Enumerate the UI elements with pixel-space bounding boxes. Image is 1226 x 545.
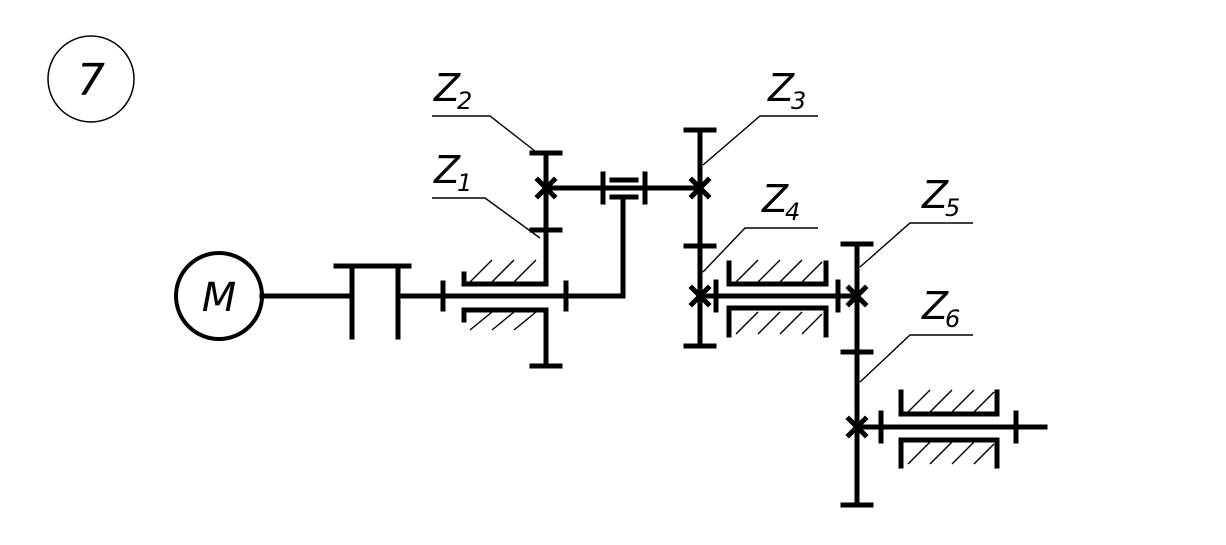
coupling: [259, 263, 446, 340]
shaft-2: [543, 171, 703, 205]
input-shaft-bearing: [461, 259, 563, 369]
gear-label-z2: Z 2: [433, 66, 472, 115]
gear-label-z6: Z 6: [921, 284, 960, 333]
gear-letter: Z: [761, 177, 789, 221]
gear-index: 5: [945, 194, 960, 222]
gear-index: 3: [791, 87, 806, 115]
output-shaft: [854, 410, 1048, 444]
gear-z1: [529, 227, 563, 287]
gear-index: 6: [945, 305, 960, 333]
scheme-number: 7: [77, 55, 105, 106]
motor: M: [174, 251, 264, 341]
scheme-number-badge: 7: [47, 35, 135, 123]
gear-label-z4: Z 4: [761, 177, 800, 226]
leader-lines: [432, 115, 973, 383]
gear-index: 1: [457, 169, 472, 197]
gear-label-z5: Z 5: [921, 173, 960, 222]
gear-index: 2: [457, 87, 472, 115]
gear-letter: Z: [921, 284, 949, 328]
gear-letter: Z: [921, 173, 949, 217]
gear-letter: Z: [767, 66, 795, 110]
gear-letter: Z: [433, 148, 461, 192]
gear-index: 4: [785, 198, 800, 226]
gear-label-z1: Z 1: [433, 148, 472, 197]
gear-label-z3: Z 3: [767, 66, 806, 115]
shaft-3-bearing: [726, 259, 829, 338]
output-shaft-bearing: [898, 389, 1000, 469]
motor-label: M: [202, 275, 237, 321]
gear-letter: Z: [433, 66, 461, 110]
input-shaft: [440, 194, 626, 312]
gear-z2: [529, 150, 563, 233]
shaft-3: [697, 279, 860, 313]
